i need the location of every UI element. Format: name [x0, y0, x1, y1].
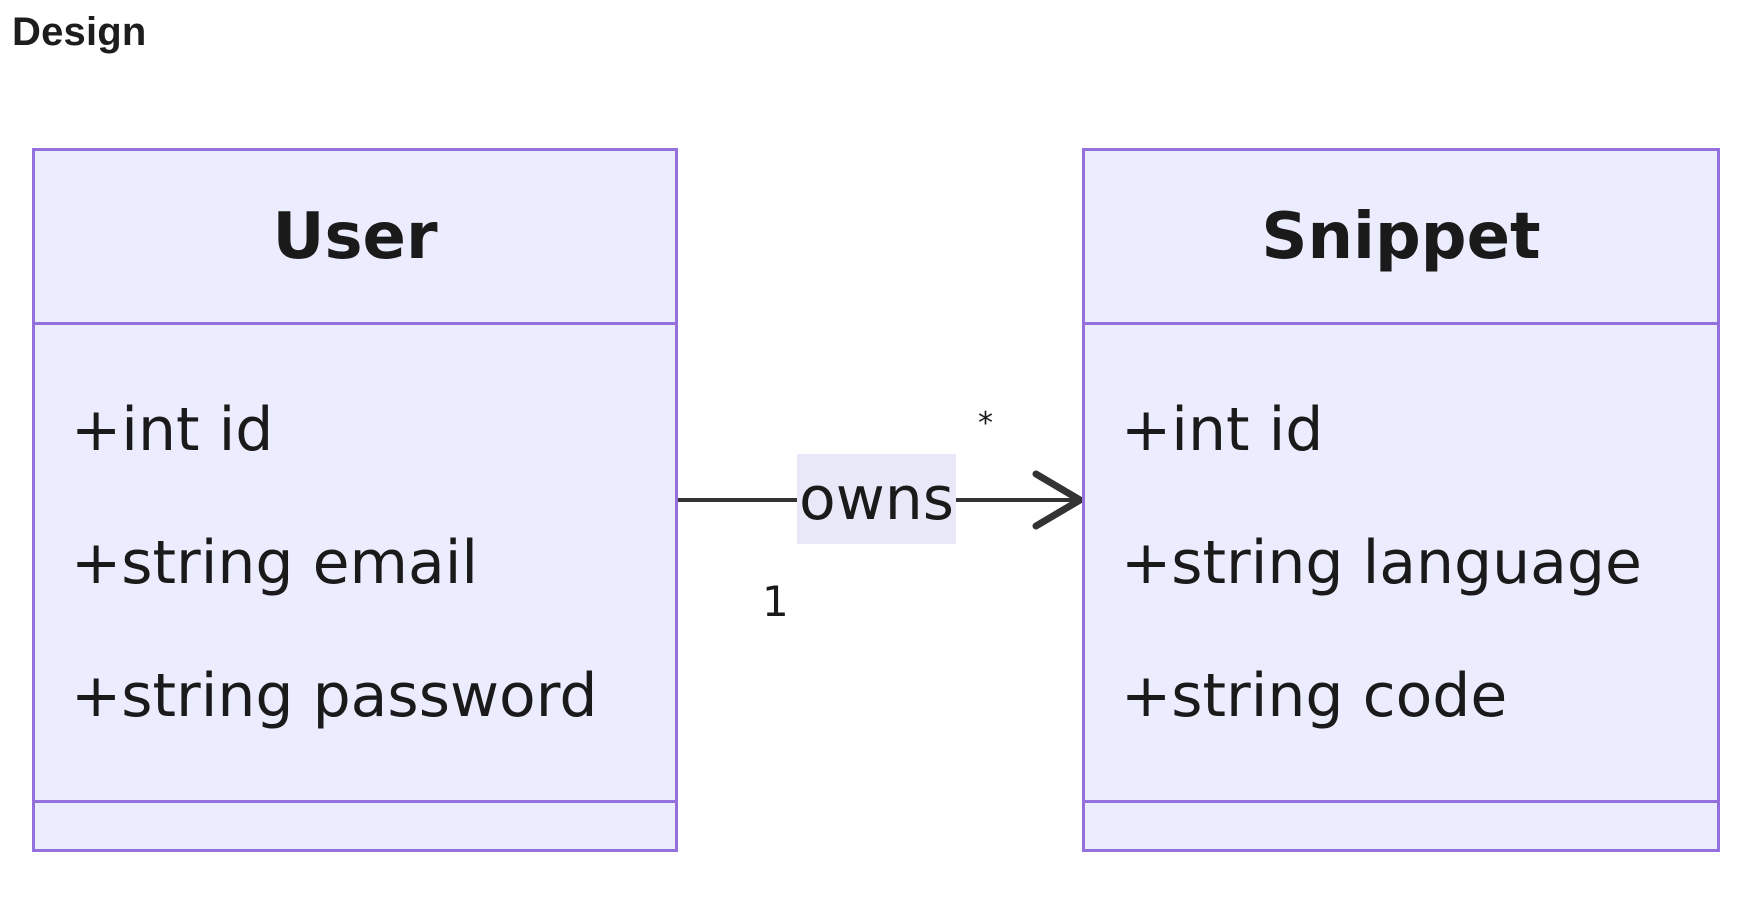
class-user-attribute: +int id [71, 395, 274, 465]
class-snippet-attributes: +int id +string language +string code [1085, 325, 1717, 803]
class-snippet-attribute: +string code [1121, 661, 1508, 731]
class-snippet-header: Snippet [1085, 151, 1717, 325]
class-diagram: User +int id +string email +string passw… [0, 100, 1752, 890]
class-snippet[interactable]: Snippet +int id +string language +string… [1082, 148, 1720, 852]
to-multiplicity: * [978, 406, 993, 441]
class-user-attribute: +string email [71, 528, 479, 598]
class-user-header: User [35, 151, 675, 325]
page-heading: Design [12, 10, 147, 54]
arrowhead-icon [1032, 470, 1087, 530]
class-user-name: User [272, 199, 438, 274]
class-snippet-attribute: +string language [1121, 528, 1642, 598]
class-user-attributes: +int id +string email +string password [35, 325, 675, 803]
class-user-attribute: +string password [71, 661, 598, 731]
class-snippet-name: Snippet [1261, 199, 1541, 274]
class-user[interactable]: User +int id +string email +string passw… [32, 148, 678, 852]
from-multiplicity: 1 [762, 577, 789, 626]
class-snippet-attribute: +int id [1121, 395, 1324, 465]
relationship-label: owns [797, 454, 957, 544]
